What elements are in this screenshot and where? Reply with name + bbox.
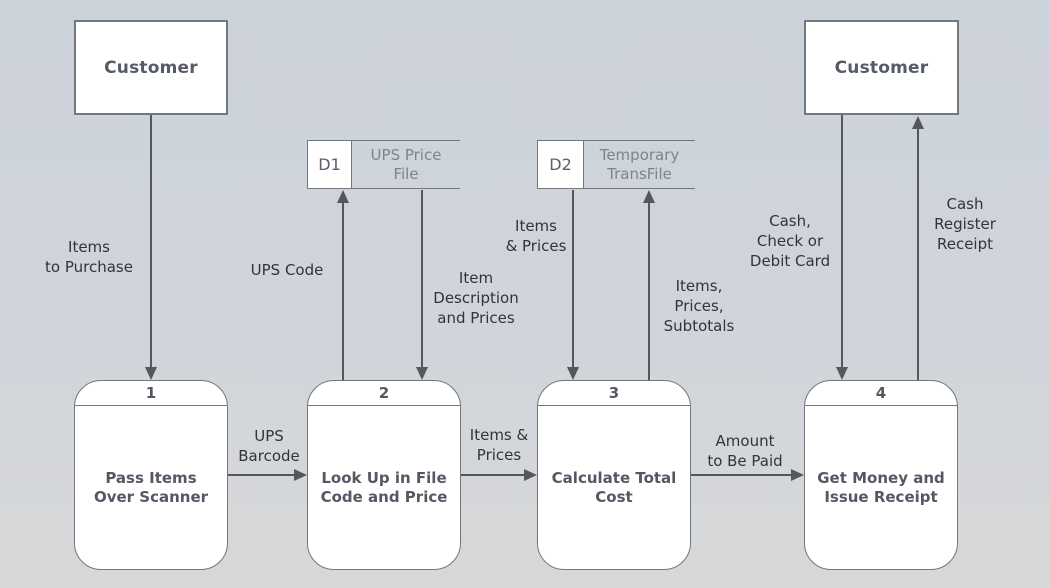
flow-label-amount-to-be-paid: Amount to Be Paid xyxy=(707,432,783,470)
process-1-name: Pass Items Over Scanner xyxy=(93,468,209,506)
flow-label-items-and-prices-store: Items & Prices xyxy=(505,217,567,255)
process-2: 2 Look Up in File Code and Price xyxy=(307,380,461,570)
entity-customer-right: Customer xyxy=(804,20,959,115)
process-4-number: 4 xyxy=(805,381,957,406)
arrowhead-down-icon xyxy=(145,367,157,380)
entity-customer-left: Customer xyxy=(74,20,228,115)
arrowhead-right-icon xyxy=(524,469,537,481)
flow-label-cash-check-or-debit-card: Cash, Check or Debit Card xyxy=(749,212,831,270)
arrowhead-down-icon xyxy=(416,367,428,380)
process-4-name: Get Money and Issue Receipt xyxy=(817,468,945,506)
arrowhead-down-icon xyxy=(567,367,579,380)
flow-line-p4-to-customer-right xyxy=(917,128,919,380)
flow-line-p2-to-d1 xyxy=(342,202,344,380)
flow-line-p3-to-d2 xyxy=(648,202,650,380)
flow-line-p3-to-p4 xyxy=(691,474,792,476)
flow-line-d1-to-p2 xyxy=(421,190,423,368)
flow-line-d2-to-p3 xyxy=(572,190,574,368)
process-2-number: 2 xyxy=(308,381,460,406)
datastore-d1-id: D1 xyxy=(307,140,352,189)
arrowhead-right-icon xyxy=(294,469,307,481)
flow-label-cash-register-receipt: Cash Register Receipt xyxy=(934,195,996,253)
arrowhead-up-icon xyxy=(912,116,924,129)
arrowhead-up-icon xyxy=(643,190,655,203)
process-2-name: Look Up in File Code and Price xyxy=(320,468,448,506)
process-1: 1 Pass Items Over Scanner xyxy=(74,380,228,570)
flow-label-items-and-prices: Items & Prices xyxy=(469,426,529,464)
process-4: 4 Get Money and Issue Receipt xyxy=(804,380,958,570)
flow-label-items-prices-subtotals: Items, Prices, Subtotals xyxy=(663,277,735,335)
arrowhead-down-icon xyxy=(836,367,848,380)
arrowhead-up-icon xyxy=(337,190,349,203)
flow-line-p2-to-p3 xyxy=(461,474,525,476)
process-3-number: 3 xyxy=(538,381,690,406)
flow-label-ups-barcode: UPS Barcode xyxy=(238,427,300,465)
flow-line-customer-left-to-p1 xyxy=(150,115,152,368)
process-1-number: 1 xyxy=(75,381,227,406)
datastore-d2-id: D2 xyxy=(537,140,584,189)
flow-line-customer-right-to-p4 xyxy=(841,115,843,368)
process-3-name: Calculate Total Cost xyxy=(551,468,677,506)
flow-label-item-description-and-prices: Item Description and Prices xyxy=(433,269,519,327)
flow-line-p1-to-p2 xyxy=(228,474,295,476)
process-3: 3 Calculate Total Cost xyxy=(537,380,691,570)
arrowhead-right-icon xyxy=(791,469,804,481)
datastore-d1-name: UPS Price File xyxy=(352,140,460,189)
flow-label-items-to-purchase: Items to Purchase xyxy=(45,238,133,276)
flow-label-ups-code: UPS Code xyxy=(250,261,324,279)
datastore-d2-name: Temporary TransFile xyxy=(584,140,695,189)
